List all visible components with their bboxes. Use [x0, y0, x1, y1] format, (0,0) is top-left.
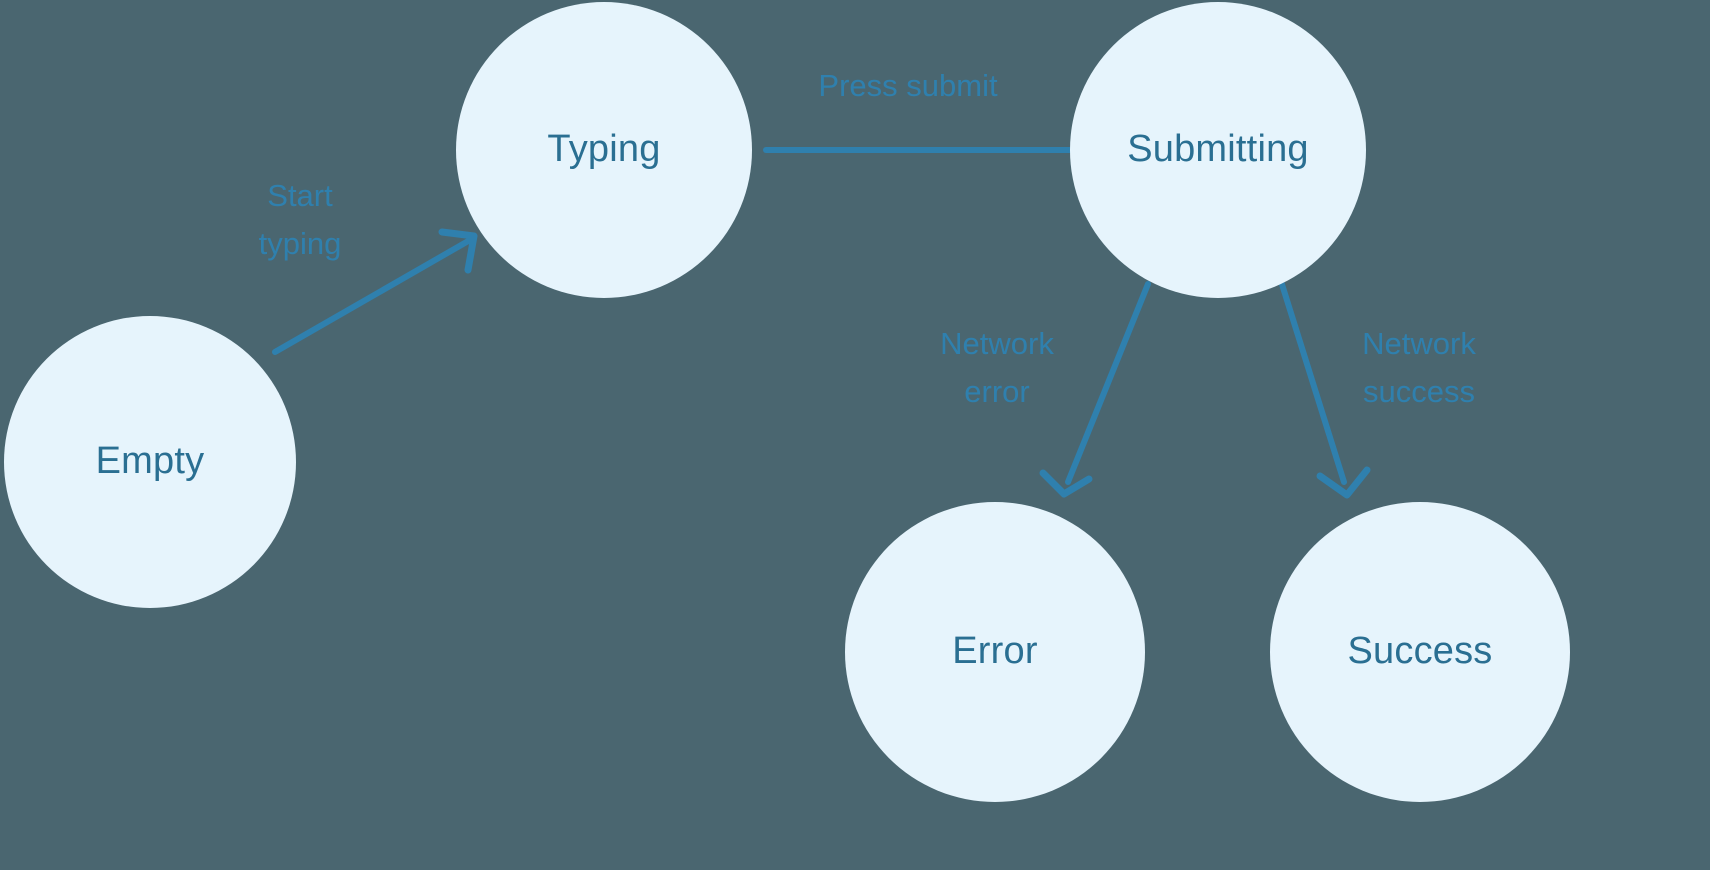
state-node-empty-label: Empty: [95, 440, 205, 483]
state-node-error-label: Error: [952, 630, 1038, 673]
edge-line-submitting-to-success: [1277, 275, 1347, 485]
state-node-typing[interactable]: Typing: [456, 2, 752, 298]
state-node-empty[interactable]: Empty: [4, 316, 296, 608]
state-node-success-label: Success: [1347, 630, 1493, 673]
edge-submitting-to-error: [1039, 281, 1151, 498]
edge-submitting-to-success: [1277, 275, 1371, 499]
edge-empty-to-typing: [272, 228, 478, 355]
edge-label-network-success: Network success: [1362, 326, 1476, 410]
arrowhead-submitting-to-error: [1039, 469, 1093, 498]
edge-label-start-typing: Start typing: [258, 178, 342, 262]
edge-line-empty-to-typing: [272, 237, 473, 355]
edge-label-press-submit: Press submit: [818, 68, 998, 103]
edge-label-network-error: Network error: [940, 326, 1054, 410]
state-node-typing-label: Typing: [547, 128, 661, 171]
edge-line-submitting-to-error: [1065, 281, 1151, 485]
state-node-submitting[interactable]: Submitting: [1070, 2, 1366, 298]
arrowhead-submitting-to-success: [1316, 466, 1371, 499]
state-node-error[interactable]: Error: [845, 502, 1145, 802]
arrowhead-empty-to-typing: [438, 228, 478, 274]
state-node-submitting-label: Submitting: [1127, 128, 1309, 171]
state-node-success[interactable]: Success: [1270, 502, 1570, 802]
